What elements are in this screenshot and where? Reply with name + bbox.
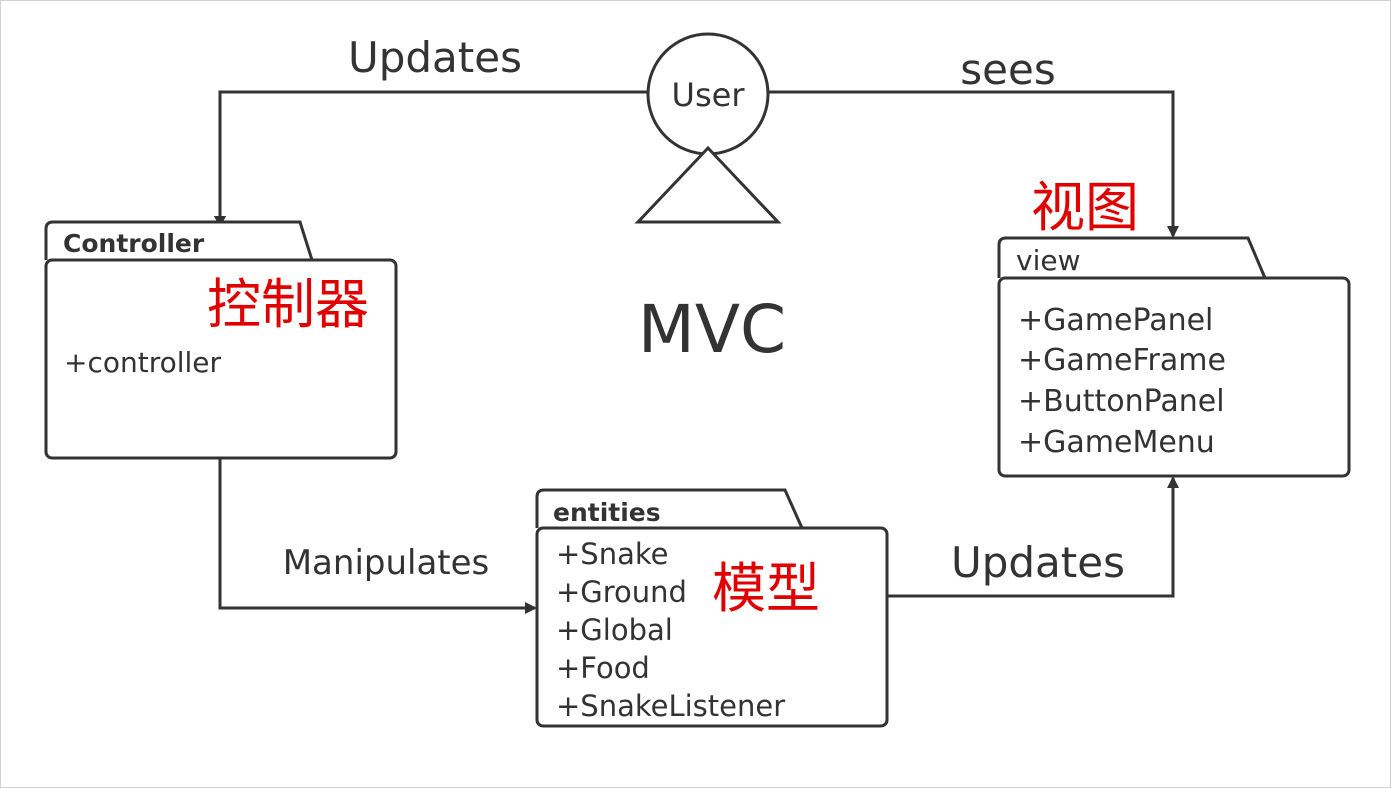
entities-package: entities 模型 +Snake +Ground +Global +Food… xyxy=(535,488,889,728)
view-item: +ButtonPanel xyxy=(1018,384,1225,419)
entities-item: +Global xyxy=(556,613,673,647)
entities-item: +Ground xyxy=(556,575,687,609)
controller-tab-shape xyxy=(44,220,314,261)
controller-body xyxy=(44,258,398,460)
entities-tab-label: entities xyxy=(553,498,661,527)
view-item: +GamePanel xyxy=(1018,303,1213,338)
edge-user-to-view xyxy=(768,90,1179,238)
edge-controller-to-entities xyxy=(218,459,537,614)
entities-annotation: 模型 xyxy=(712,557,820,620)
controller-tab-label: Controller xyxy=(63,229,205,258)
view-annotation: 视图 xyxy=(1031,176,1139,239)
controller-package: Controller 控制器 +controller xyxy=(44,220,398,460)
controller-item: +controller xyxy=(64,346,222,379)
edge-entities-to-view xyxy=(888,476,1179,598)
edge-label-manipulates: Manipulates xyxy=(283,543,490,583)
entities-item: +Food xyxy=(556,651,650,685)
view-item: +GameMenu xyxy=(1018,425,1215,460)
user-actor: User xyxy=(634,32,782,224)
view-tab-label: view xyxy=(1016,244,1080,277)
edge-label-entities-updates-view: Updates xyxy=(951,538,1125,587)
edge-user-to-controller xyxy=(214,90,648,228)
entities-tab-shape xyxy=(535,488,804,529)
view-tab-shape xyxy=(997,236,1267,279)
edge-label-user-sees-view: sees xyxy=(960,45,1055,94)
user-body xyxy=(634,145,782,224)
edge-label-user-updates-controller: Updates xyxy=(348,33,522,82)
view-package: 视图 view +GamePanel +GameFrame +ButtonPan… xyxy=(997,176,1351,478)
entities-item: +SnakeListener xyxy=(556,689,785,723)
view-body xyxy=(997,276,1351,478)
view-item: +GameFrame xyxy=(1018,343,1226,378)
controller-annotation: 控制器 xyxy=(207,273,369,336)
diagram-title: MVC xyxy=(638,291,786,368)
entities-item: +Snake xyxy=(556,537,668,571)
user-label: User xyxy=(672,76,746,114)
entities-body xyxy=(535,526,889,728)
